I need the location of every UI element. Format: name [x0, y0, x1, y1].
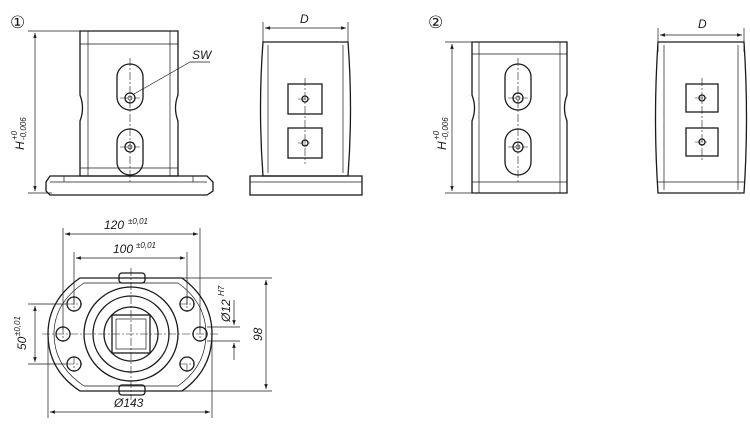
v2-number-label: ② — [428, 13, 443, 32]
dim-d12-tol: H7 — [217, 285, 226, 296]
dim-100-label: 100 — [113, 242, 133, 256]
v1-front-view: ① H +0 -0,006 SW — [10, 13, 214, 196]
v1-height-tol-lower: -0,006 — [19, 117, 28, 140]
v1-d-label: D — [300, 12, 309, 26]
v1-height-label: H — [13, 141, 27, 150]
dim-50-label: 50 — [15, 336, 29, 350]
v1-height-tol-upper: +0 — [10, 130, 19, 140]
dim-143-label: Ø143 — [113, 396, 144, 410]
top-view: 120 ±0,01 100 ±0,01 — [13, 217, 272, 418]
v2-d-label: D — [698, 17, 707, 31]
v2-height-tol-lower: -0,006 — [441, 117, 450, 140]
v2-front-view: ② H +0 -0,006 — [428, 13, 568, 194]
dim-120-tol: ±0,01 — [128, 217, 148, 226]
dim-50-tol: ±0,01 — [13, 316, 22, 336]
dim-120-label: 120 — [104, 218, 124, 232]
v2-height-label: H — [435, 141, 449, 150]
v1-sw-label: SW — [192, 48, 213, 62]
v1-side-view: D — [249, 12, 363, 196]
dim-100-tol: ±0,01 — [136, 241, 156, 250]
v2-height-tol-upper: +0 — [432, 130, 441, 140]
v1-number-label: ① — [10, 13, 25, 32]
v2-side-view: D — [654, 17, 748, 194]
dim-d12-label: Ø12 — [219, 299, 233, 323]
dim-98-label: 98 — [251, 327, 265, 341]
